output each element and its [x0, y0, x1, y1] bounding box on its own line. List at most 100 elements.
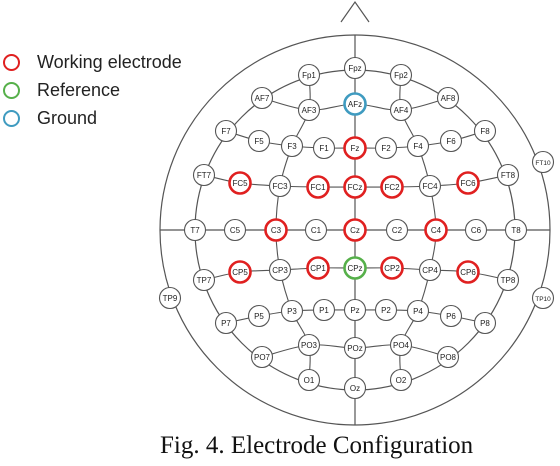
electrode-circle: [297, 333, 321, 357]
electrode-circle: [504, 218, 528, 242]
electrode-label: C4: [431, 226, 442, 235]
electrode-label: F1: [319, 144, 329, 153]
electrode-circle: [473, 311, 497, 335]
electrode-label: Fp2: [394, 71, 408, 80]
electrode-circle: [439, 304, 463, 328]
electrode-cp4: CP4: [418, 258, 442, 282]
electrode-circle: [268, 258, 292, 282]
electrode-p5: P5: [247, 304, 271, 328]
electrode-circle: [247, 129, 271, 153]
electrode-af7: AF7: [250, 86, 274, 110]
electrode-circle: [406, 134, 430, 158]
electrode-circle: [183, 218, 207, 242]
electrode-label: AFz: [348, 100, 362, 109]
electrode-circle: [297, 98, 321, 122]
electrode-label: P4: [413, 307, 423, 316]
electrode-circle: [250, 86, 274, 110]
electrode-circle: [268, 174, 292, 198]
electrode-circle: [456, 260, 480, 284]
electrode-label: TP10: [535, 296, 551, 303]
electrode-circle: [343, 336, 367, 360]
electrode-label: F7: [221, 127, 231, 136]
electrode-tp9: TP9: [158, 286, 182, 310]
electrode-fc4: FC4: [418, 174, 442, 198]
electrode-circle: [228, 260, 252, 284]
electrode-circle: [304, 218, 328, 242]
electrode-label: P1: [319, 306, 329, 315]
electrode-f5: F5: [247, 129, 271, 153]
electrode-circle: [312, 298, 336, 322]
electrode-label: FC6: [460, 179, 476, 188]
electrode-circle: [297, 368, 321, 392]
electrode-circle: [343, 136, 367, 160]
electrode-label: P7: [221, 319, 231, 328]
electrode-t8: T8: [504, 218, 528, 242]
electrode-label: C3: [271, 226, 282, 235]
electrode-circle: [280, 134, 304, 158]
electrode-circle: [228, 171, 252, 195]
electrode-circle: [406, 299, 430, 323]
electrode-circle: [389, 98, 413, 122]
electrode-tp7: TP7: [192, 268, 216, 292]
electrode-fc2: FC2: [380, 175, 404, 199]
electrode-circle: [496, 163, 520, 187]
electrode-label: C2: [392, 226, 403, 235]
electrode-label: AF7: [255, 94, 270, 103]
electrode-cp3: CP3: [268, 258, 292, 282]
electrode-label: Fp1: [302, 71, 316, 80]
electrode-af4: AF4: [389, 98, 413, 122]
electrode-circle: [418, 174, 442, 198]
electrode-circle: [192, 268, 216, 292]
electrode-circle: [343, 256, 367, 280]
electrode-label: F2: [381, 144, 391, 153]
electrode-label: FT7: [197, 171, 212, 180]
electrode-circle: [192, 163, 216, 187]
electrode-f7: F7: [214, 119, 238, 143]
electrode-circle: [343, 218, 367, 242]
electrode-circle: [424, 218, 448, 242]
electrode-t7: T7: [183, 218, 207, 242]
electrode-cpz: CPz: [343, 256, 367, 280]
electrode-circle: [343, 298, 367, 322]
electrode-circle: [247, 304, 271, 328]
electrode-ft7: FT7: [192, 163, 216, 187]
electrode-p3: P3: [280, 299, 304, 323]
electrode-circle: [214, 311, 238, 335]
electrode-cp1: CP1: [306, 256, 330, 280]
electrode-label: FCz: [348, 183, 363, 192]
electrode-afz: AFz: [343, 92, 367, 116]
electrode-label: FC5: [232, 179, 248, 188]
electrode-label: CP1: [310, 264, 326, 273]
electrode-label: FC2: [384, 183, 400, 192]
electrode-poz: POz: [343, 336, 367, 360]
electrode-label: AF4: [394, 106, 409, 115]
electrode-fcz: FCz: [343, 175, 367, 199]
electrode-circle: [343, 175, 367, 199]
electrode-tp8: TP8: [496, 268, 520, 292]
electrode-af3: AF3: [297, 98, 321, 122]
nose-icon: [340, 0, 370, 23]
electrode-label: Oz: [350, 384, 360, 393]
electrode-circle: [280, 299, 304, 323]
electrode-po3: PO3: [297, 333, 321, 357]
electrode-label: CP6: [460, 268, 476, 277]
electrode-label: T8: [511, 226, 521, 235]
electrode-c6: C6: [464, 218, 488, 242]
electrode-circle: [436, 86, 460, 110]
electrode-f1: F1: [312, 136, 336, 160]
electrode-label: FT10: [535, 160, 551, 167]
electrode-label: P8: [480, 319, 490, 328]
electrode-circle: [456, 171, 480, 195]
electrode-cz: Cz: [343, 218, 367, 242]
electrode-cp2: CP2: [380, 256, 404, 280]
electrode-label: Pz: [350, 306, 359, 315]
electrode-c2: C2: [385, 218, 409, 242]
electrode-label: TP9: [163, 294, 178, 303]
figure-caption: Fig. 4. Electrode Configuration: [160, 432, 474, 459]
electrode-label: Cz: [350, 226, 360, 235]
electrode-label: T7: [190, 226, 200, 235]
electrode-o2: O2: [389, 368, 413, 392]
electrode-po8: PO8: [436, 345, 460, 369]
